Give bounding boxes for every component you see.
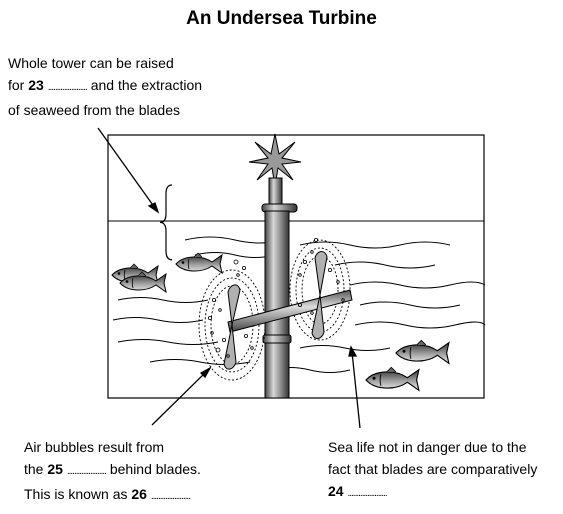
annotation-line: fact that blades are comparatively bbox=[328, 461, 538, 477]
annotation-line: This is known as 26 ....................… bbox=[24, 483, 201, 508]
answer-blank-23[interactable]: ...................... bbox=[47, 82, 88, 93]
question-number-25: 25 bbox=[47, 461, 63, 477]
answer-blank-25[interactable]: ...................... bbox=[66, 466, 107, 477]
annotation-tower-raised: Whole tower can be raised for 23 .......… bbox=[8, 52, 202, 121]
leader-arrows bbox=[97, 127, 361, 429]
annotation-line: 24 ...................... bbox=[328, 480, 537, 505]
answer-blank-26[interactable]: ...................... bbox=[150, 491, 191, 502]
annotation-line: Sea life not in danger due to the bbox=[328, 439, 527, 455]
air-bubbles bbox=[207, 237, 345, 358]
annotation-line: for 23 ...................... and the ex… bbox=[8, 74, 202, 99]
tower-bracket bbox=[159, 184, 173, 261]
annotation-text: for bbox=[8, 77, 29, 93]
annotation-sea-life: Sea life not in danger due to the fact t… bbox=[328, 436, 537, 505]
annotation-text: and the extraction bbox=[86, 77, 203, 93]
annotation-text: the bbox=[24, 461, 48, 477]
fish-school-left bbox=[111, 263, 167, 293]
annotation-line: Air bubbles result from bbox=[24, 439, 165, 455]
diagram-title: An Undersea Turbine bbox=[186, 8, 377, 29]
tower-mast bbox=[268, 177, 283, 207]
tower-ring bbox=[262, 334, 292, 344]
diagram-frame bbox=[107, 134, 485, 399]
fish-school-right bbox=[365, 339, 450, 391]
annotation-text: This is known as bbox=[24, 486, 132, 502]
rotor-blades-left bbox=[223, 284, 241, 370]
question-number-26: 26 bbox=[131, 486, 147, 502]
question-number-24: 24 bbox=[328, 483, 344, 499]
annotation-line: of seaweed from the blades bbox=[8, 102, 180, 118]
annotation-line: Whole tower can be raised bbox=[8, 55, 174, 71]
annotation-text: behind blades. bbox=[105, 461, 201, 477]
fish bbox=[175, 252, 223, 274]
question-number-23: 23 bbox=[28, 77, 44, 93]
answer-blank-24[interactable]: ...................... bbox=[347, 488, 387, 499]
annotation-line: the 25 ...................... behind bla… bbox=[24, 458, 201, 483]
annotation-air-bubbles: Air bubbles result from the 25 .........… bbox=[24, 436, 201, 508]
rotor-blades-right bbox=[311, 251, 328, 339]
tower-column bbox=[264, 210, 290, 399]
